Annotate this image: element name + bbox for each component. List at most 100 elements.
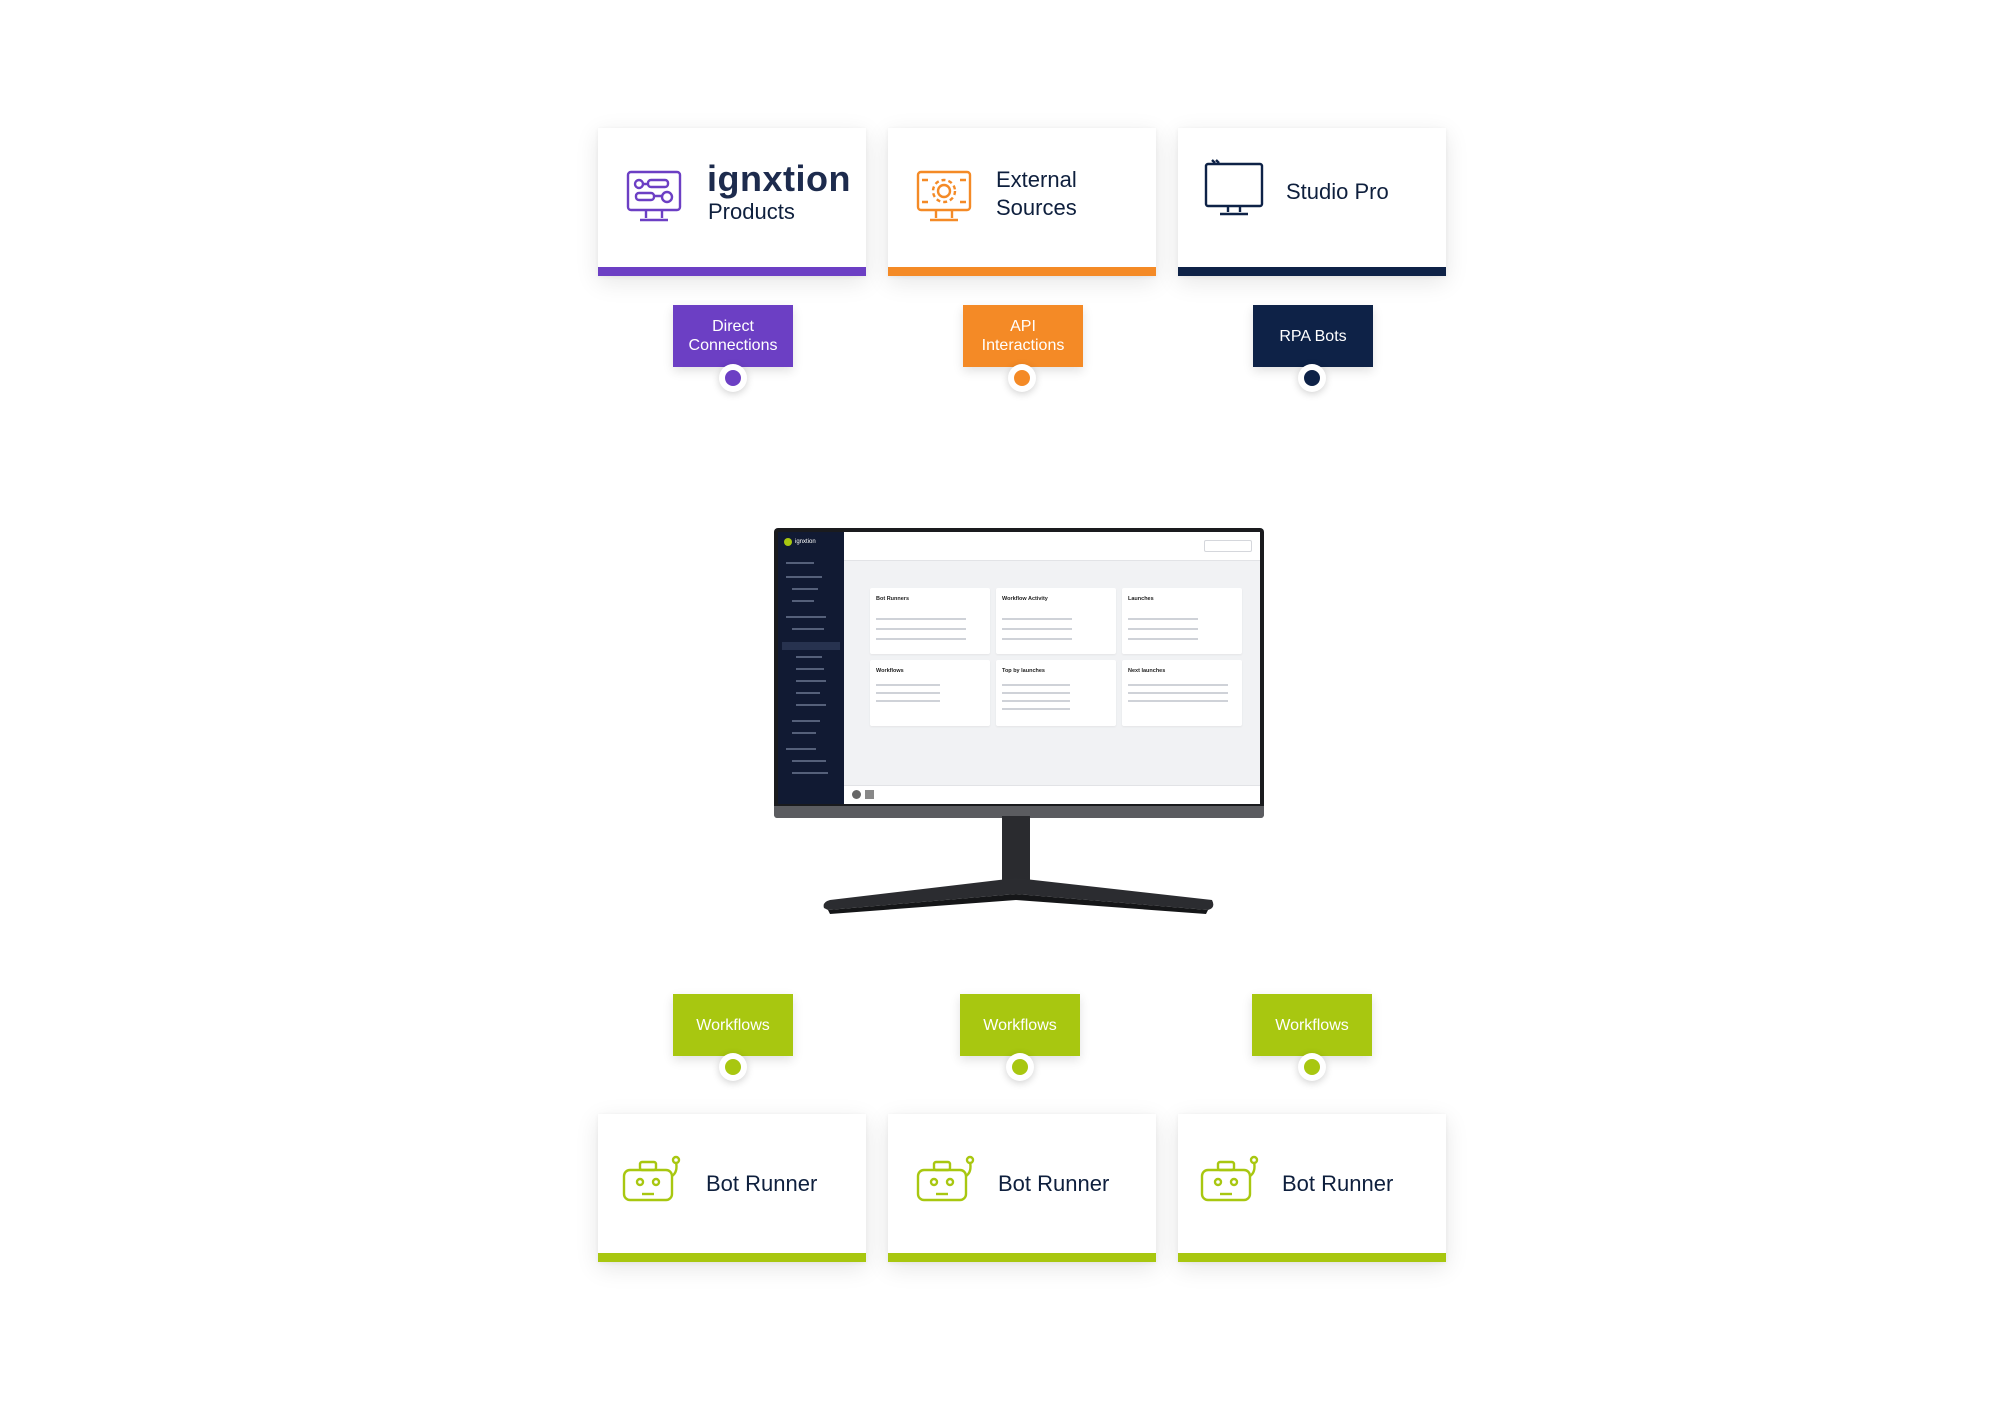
screen-card: Workflows [870, 660, 990, 726]
connector-dot-navy [1298, 364, 1326, 392]
sidebar-item [786, 562, 814, 564]
connector-dot-green [719, 1053, 747, 1081]
connector-dot-green [1298, 1053, 1326, 1081]
screen-card-row [1128, 618, 1198, 620]
monitor-gear-icon [916, 170, 972, 222]
sidebar-item [792, 732, 816, 734]
screen-card-row [1002, 692, 1070, 694]
connector-api-interactions: API Interactions [963, 305, 1083, 367]
screen-card-row [876, 638, 966, 640]
screen-card: Top by launches [996, 660, 1116, 726]
source-label-sources: Sources [996, 195, 1077, 220]
monitor-workflow-icon [626, 170, 682, 222]
screen-card-title: Workflows [876, 668, 904, 674]
runner-label: Bot Runner [706, 1171, 818, 1196]
screen-brand: ignxtion [784, 538, 816, 546]
screen-card-row [1002, 708, 1070, 710]
connector-workflows-3: Workflows [1252, 994, 1372, 1056]
accent-bar [888, 1253, 1156, 1262]
brand-logo-icon [784, 538, 792, 546]
ignition-logo: ignxtion [707, 158, 851, 199]
sidebar-item [792, 588, 818, 590]
source-card-studio-pro: Studio Pro [1178, 128, 1446, 276]
screen-card-row [1128, 692, 1228, 694]
source-label-products: Products [708, 199, 795, 224]
source-label-external: External [996, 167, 1077, 192]
connector-rpa-bots: RPA Bots [1253, 305, 1373, 367]
screen-card-row [876, 618, 966, 620]
screen-card-title: Bot Runners [876, 596, 909, 602]
screen-sidebar: ignxtion [778, 532, 844, 804]
screen-brand-text: ignxtion [795, 539, 816, 545]
robot-icon [622, 1155, 681, 1202]
connector-dot-purple [719, 364, 747, 392]
accent-bar [888, 267, 1156, 276]
connector-workflows-1: Workflows [673, 994, 793, 1056]
accent-bar [598, 267, 866, 276]
connector-label-line1: Direct [712, 318, 754, 335]
screen-card-row [1128, 684, 1228, 686]
screen-card-row [876, 684, 940, 686]
runner-card-1: Bot Runner [598, 1114, 866, 1262]
screen-topbar [844, 532, 1260, 561]
sidebar-item [796, 680, 826, 682]
runner-label: Bot Runner [998, 1171, 1110, 1196]
screen-card-row [1128, 628, 1198, 630]
monitor-icon [1204, 159, 1264, 216]
connector-label: Workflows [983, 1016, 1057, 1034]
sidebar-item-active [782, 642, 840, 650]
screen-card-row [1002, 628, 1072, 630]
monitor-screen: ignxtion Bot Runners Workflow Activity [778, 532, 1260, 804]
screen-footer [844, 785, 1260, 804]
sidebar-item [792, 628, 824, 630]
connector-label-line2: Connections [688, 337, 778, 354]
screen-dropdown [1204, 540, 1252, 552]
accent-bar [598, 1253, 866, 1262]
connector-dot-green [1006, 1053, 1034, 1081]
screen-card-row [1002, 684, 1070, 686]
sidebar-item [792, 600, 814, 602]
sidebar-item [796, 656, 822, 658]
connector-dot-orange [1008, 364, 1036, 392]
connector-label: RPA Bots [1279, 327, 1347, 345]
connector-workflows-2: Workflows [960, 994, 1080, 1056]
sidebar-item [786, 616, 826, 618]
sidebar-item [796, 704, 826, 706]
screen-card-row [1002, 618, 1072, 620]
connector-label: Workflows [696, 1016, 770, 1034]
screen-card-title: Next launches [1128, 668, 1166, 674]
sidebar-item [786, 748, 816, 750]
runner-card-3: Bot Runner [1178, 1114, 1446, 1262]
screen-card-title: Workflow Activity [1002, 596, 1048, 602]
robot-icon [1200, 1155, 1259, 1202]
screen-card: Launches [1122, 588, 1242, 654]
screen-card-row [876, 628, 966, 630]
sidebar-item [786, 576, 822, 578]
screen-card-row [876, 700, 940, 702]
runner-label: Bot Runner [1282, 1171, 1394, 1196]
connector-label: Workflows [1275, 1016, 1349, 1034]
accent-bar [1178, 267, 1446, 276]
connector-direct-connections: Direct Connections [673, 305, 793, 367]
screen-card-row [1002, 638, 1072, 640]
monitor-stand [823, 816, 1214, 914]
screen-card-row [1002, 700, 1070, 702]
robot-icon [916, 1155, 975, 1202]
footer-avatar [852, 790, 861, 799]
screen-card: Workflow Activity [996, 588, 1116, 654]
sidebar-item [792, 720, 820, 722]
screen-card-title: Launches [1128, 596, 1154, 602]
screen-card-row [1128, 638, 1198, 640]
source-label-studio-pro: Studio Pro [1286, 179, 1389, 204]
sidebar-item [796, 692, 820, 694]
sidebar-item [796, 668, 824, 670]
connector-label-line2: Interactions [981, 337, 1065, 354]
source-card-ignition-products: ignxtion Products [598, 128, 866, 276]
sidebar-item [792, 760, 826, 762]
footer-badge [865, 790, 874, 799]
screen-card: Next launches [1122, 660, 1242, 726]
sidebar-item [792, 772, 828, 774]
connector-label-line1: API [1010, 318, 1036, 335]
accent-bar [1178, 1253, 1446, 1262]
screen-card: Bot Runners [870, 588, 990, 654]
